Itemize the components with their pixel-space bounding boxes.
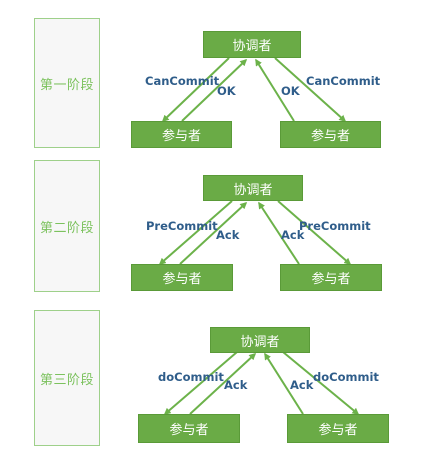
phase3-box: 第三阶段: [34, 310, 100, 446]
phase3-request-arrow-left: [163, 351, 238, 415]
phase2-request-label-left: PreCommit: [146, 219, 218, 233]
phase2-response-label-left: Ack: [216, 228, 240, 242]
phase2-coordinator-node: 协调者: [203, 175, 303, 201]
phase1-response-label-right: OK: [281, 84, 300, 98]
phase1-participant-right-node: 参与者: [280, 121, 381, 148]
phase1-request-arrow-left: [161, 57, 230, 123]
phase3-request-arrow-right: [282, 351, 360, 415]
phase1-label: 第一阶段: [39, 77, 94, 93]
phase1-response-label-left: OK: [217, 84, 236, 98]
phase3-response-label-left: Ack: [224, 378, 248, 392]
phase3-response-arrow-left: [189, 352, 257, 415]
phase1-request-label-right: CanCommit: [306, 74, 381, 88]
phase1-request-arrow-right: [274, 57, 347, 123]
phase2-response-arrow-left: [179, 201, 248, 265]
phase2-participant-left-node: 参与者: [131, 264, 233, 291]
phase2-box: 第二阶段: [34, 160, 100, 292]
phase2-response-label-right: Ack: [281, 228, 305, 242]
phase2-request-arrow-right: [277, 200, 352, 265]
phase2-response-arrow-right: [258, 201, 300, 265]
phase3-request-label-left: doCommit: [158, 370, 224, 384]
phase3-participant-right-node: 参与者: [287, 414, 389, 443]
phase3-request-label-right: doCommit: [313, 370, 379, 384]
phase1-response-arrow-right: [255, 58, 295, 122]
phase2-label: 第二阶段: [39, 220, 94, 236]
phase2-request-arrow-left: [158, 200, 233, 265]
phase3-label: 第三阶段: [39, 372, 94, 388]
phase3-participant-left-node: 参与者: [138, 414, 240, 443]
phase2-request-label-right: PreCommit: [299, 219, 371, 233]
phase3-response-arrow-right: [264, 352, 304, 415]
phase2-participant-right-node: 参与者: [280, 264, 382, 291]
phase1-participant-left-node: 参与者: [131, 121, 232, 148]
phase3-coordinator-node: 协调者: [210, 327, 310, 353]
phase3-response-label-right: Ack: [290, 378, 314, 392]
phase1-request-label-left: CanCommit: [145, 74, 220, 88]
phase1-response-arrow-left: [181, 58, 248, 122]
phase1-coordinator-node: 协调者: [203, 31, 301, 58]
phase1-box: 第一阶段: [34, 18, 100, 148]
